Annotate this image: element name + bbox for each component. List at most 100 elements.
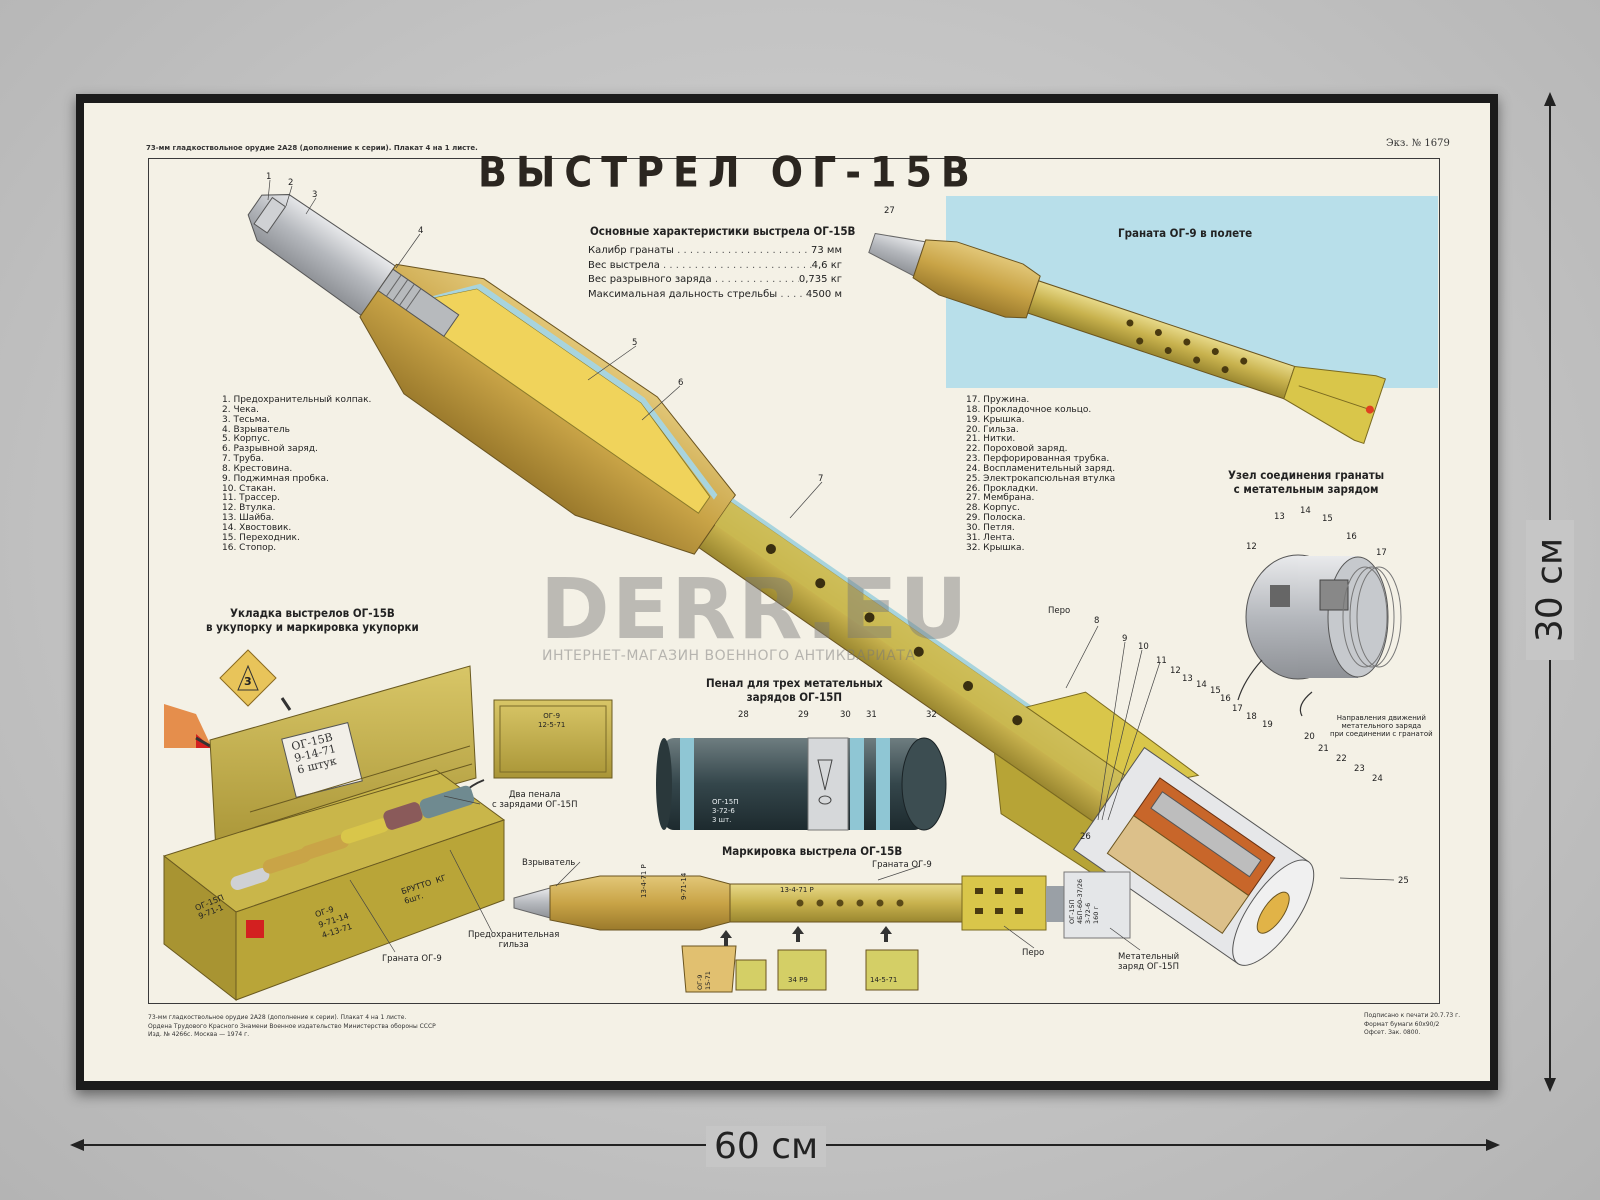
legend-item: 2. Чека. (222, 404, 259, 415)
callout-number: 20 (1304, 732, 1315, 742)
legend-item: 15. Переходник. (222, 532, 300, 543)
legend-item: 28. Корпус. (966, 503, 1020, 514)
pen-marking: ОГ-15П 3-72-6 3 шт. (712, 798, 739, 824)
callout-number: 27 (884, 206, 895, 216)
small-marking-1: ОГ-9 15-71 (696, 971, 712, 990)
callout-number: 1 (266, 172, 272, 182)
header-left: 73-мм гладкоствольное орудие 2А28 (допол… (146, 144, 478, 152)
callout-number: 6 (678, 378, 684, 388)
legend-item: 1. Предохранительный колпак. (222, 395, 372, 405)
spec-name: Вес разрывного заряда (588, 273, 799, 288)
label-grenade-og9-b: Граната ОГ-9 (872, 860, 932, 870)
callout-number: 14 (1196, 680, 1207, 690)
watermark-logo: DERR.EU (540, 560, 970, 658)
callout-number: 7 (818, 474, 824, 484)
callout-number: 28 (738, 710, 749, 720)
hazard-diamond (219, 649, 277, 707)
marking-title: Маркировка выстрела ОГ-15В (722, 844, 903, 858)
callout-number: 14 (1300, 506, 1311, 516)
spec-name: Калибр гранаты (588, 244, 811, 259)
callout-number: 26 (1080, 832, 1091, 842)
legend-item: 27. Мембрана. (966, 493, 1035, 504)
legend-right: 17. Пружина.18. Прокладочное кольцо.19. … (966, 395, 1115, 554)
label-fuze: Взрыватель (522, 858, 576, 868)
legend-item: 7. Труба. (222, 454, 264, 465)
joint-title: Узел соединения гранаты с метательным за… (1228, 468, 1385, 496)
spec-name: Вес выстрела (588, 259, 812, 274)
spec-name: Максимальная дальность стрельбы (588, 288, 806, 303)
shell-marking-b: 9-71-14 (680, 872, 688, 900)
legend-item: 22. Пороховой заряд. (966, 444, 1068, 455)
callout-number: 16 (1220, 694, 1231, 704)
legend-item: 21. Нитки. (966, 434, 1016, 445)
charge-marking: ОГ-15П 4БП-60-37/26 3-72-6 160 г (1068, 878, 1100, 924)
callout-number: 13 (1182, 674, 1193, 684)
joint-note: Направления движений метательного заряда… (1330, 714, 1433, 738)
spec-row: Максимальная дальность стрельбы4500 м (588, 288, 842, 303)
legend-item: 8. Крестовина. (222, 463, 293, 474)
spec-row: Вес выстрела4,6 кг (588, 259, 842, 274)
joint-assembly (1237, 554, 1402, 717)
callout-number: 32 (926, 710, 937, 720)
case-title: Пенал для трех метательных зарядов ОГ-15… (706, 676, 883, 704)
callout-number: 16 (1346, 532, 1357, 542)
page-title: ВЫСТРЕЛ ОГ-15В (478, 147, 979, 197)
callout-number: 5 (632, 338, 638, 348)
legend-item: 3. Тесьма. (222, 414, 270, 425)
legend-item: 5. Корпус. (222, 434, 271, 445)
spec-value: 4500 м (805, 288, 842, 300)
shell-marking-c: 13-4-71 Р (780, 886, 814, 894)
specs-table: Калибр гранаты73 мм Вес выстрела4,6 кг В… (588, 244, 842, 302)
spec-value: 4,6 кг (811, 259, 842, 271)
callout-number: 3 (312, 190, 318, 200)
spec-value: 73 мм (811, 245, 842, 256)
label-safety-case: Предохранительная гильза (468, 930, 560, 950)
callout-number: 24 (1372, 774, 1383, 784)
legend-item: 4. Взрыватель (222, 424, 290, 435)
callout-number: 11 (1156, 656, 1167, 666)
legend-item: 12. Втулка. (222, 503, 276, 514)
callout-number: 30 (840, 710, 851, 720)
callout-number: 29 (798, 710, 809, 720)
width-label: 60 см (706, 1126, 827, 1167)
label-fin-b: Перо (1048, 606, 1071, 616)
callout-number: 31 (866, 710, 877, 720)
callout-number: 19 (1262, 720, 1273, 730)
legend-item: 23. Перфорированная трубка. (966, 454, 1110, 465)
callout-number: 17 (1232, 704, 1243, 714)
callout-number: 9 (1122, 634, 1128, 644)
label-fin: Перо (1022, 948, 1045, 958)
legend-item: 11. Трассер. (222, 493, 280, 504)
legend-item: 9. Поджимная пробка. (222, 473, 329, 484)
legend-item: 26. Прокладки. (966, 483, 1039, 494)
legend-item: 29. Полоска. (966, 513, 1026, 524)
callout-number: 13 (1274, 512, 1285, 522)
label-two-cases: Два пенала с зарядами ОГ-15П (492, 790, 578, 810)
propellant-case (656, 737, 947, 831)
specs-title: Основные характеристики выстрела ОГ-15В (590, 224, 856, 238)
small-marking-3: 14-5-71 (870, 976, 898, 984)
spec-row: Вес разрывного заряда0,735 кг (588, 273, 842, 288)
legend-item: 32. Крышка. (966, 542, 1025, 553)
height-label-box: 30 см (1526, 520, 1574, 660)
callout-number: 25 (1398, 876, 1409, 886)
hazard-number: 3 (244, 675, 252, 688)
callout-number: 8 (1094, 616, 1100, 626)
footer-right: Подписано к печати 20.7.73 г. Формат бум… (1364, 1012, 1461, 1036)
shell-marking-a: 13-4-71 Р (640, 864, 648, 898)
header-right: Экз. № 1679 (1386, 138, 1450, 149)
flight-grenade (868, 232, 1387, 445)
main-shell-cutaway (247, 194, 1315, 966)
ammo-box (162, 665, 506, 1002)
label-charge: Метательный заряд ОГ-15П (1118, 952, 1180, 972)
spec-row: Калибр гранаты73 мм (588, 244, 842, 259)
small-box-text: ОГ-9 12-5-71 (538, 712, 566, 729)
watermark-text: ИНТЕРНЕТ-МАГАЗИН ВОЕННОГО АНТИКВАРИАТА (542, 648, 916, 664)
flight-title: Граната ОГ-9 в полете (1118, 226, 1253, 240)
legend-item: 20. Гильза. (966, 424, 1019, 435)
callout-number: 15 (1210, 686, 1221, 696)
legend-item: 17. Пружина. (966, 395, 1030, 405)
legend-left: 1. Предохранительный колпак.2. Чека.3. Т… (222, 395, 372, 554)
legend-item: 10. Стакан. (222, 483, 276, 494)
legend-item: 13. Шайба. (222, 513, 275, 524)
